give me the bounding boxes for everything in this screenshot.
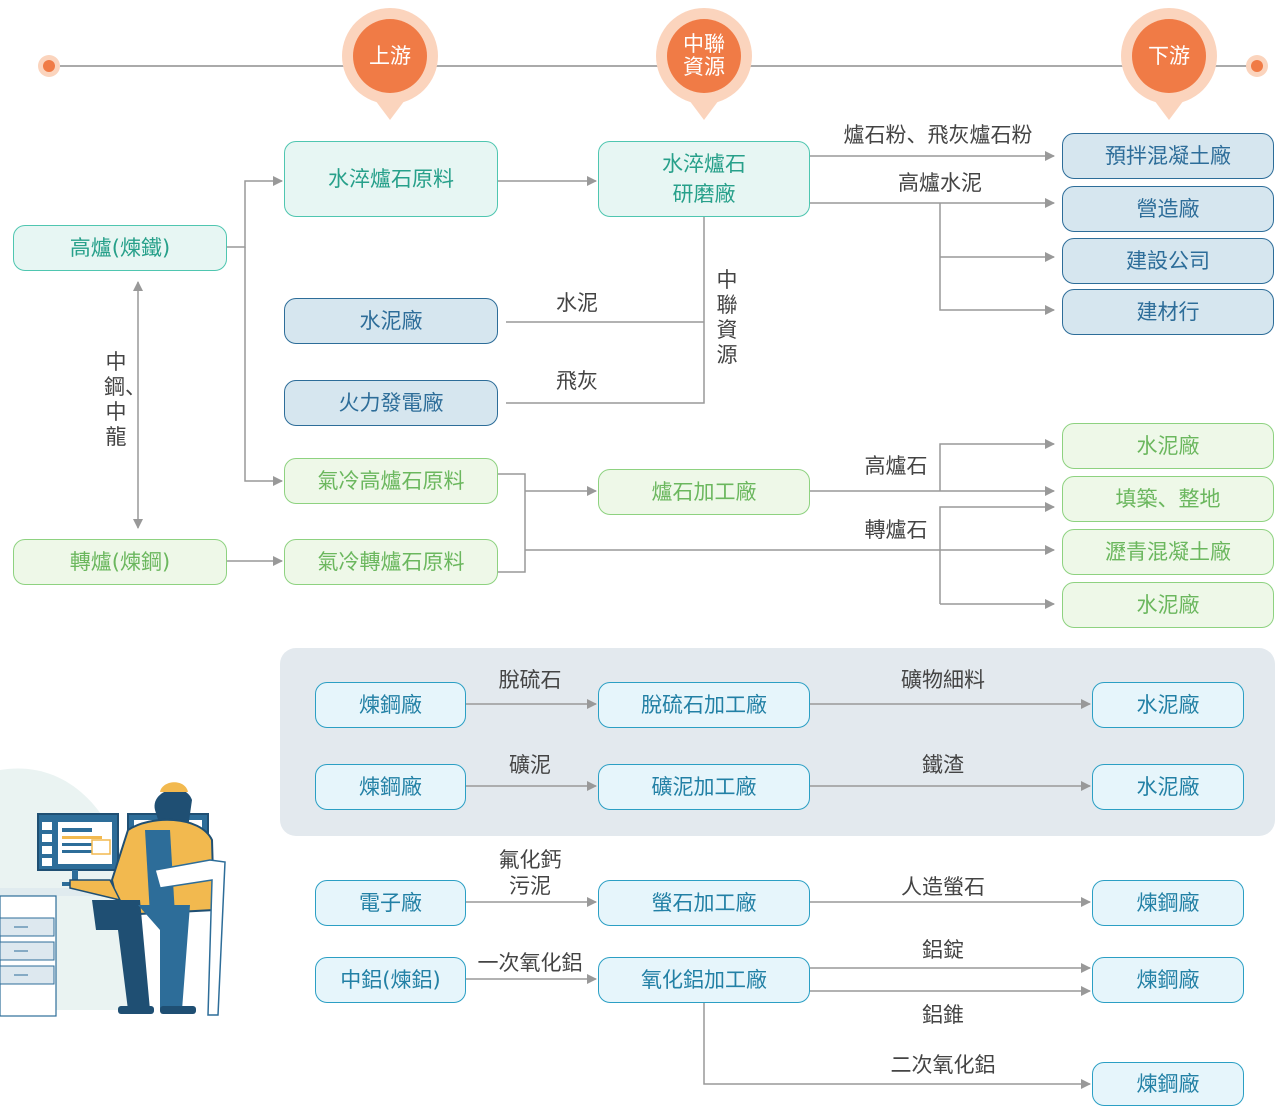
downstream-cement-2-box: 水泥廠 (1062, 582, 1274, 628)
timeline-start-dot (38, 55, 60, 77)
bottom-row2-source: 中鋁(煉鋁) (315, 957, 466, 1003)
air-cooled-converter-slag-box: 氣冷轉爐石原料 (284, 539, 498, 585)
downstream-building-materials-box: 建材行 (1062, 289, 1274, 335)
timeline-end-dot (1246, 55, 1268, 77)
bottom-row1-target: 煉鋼廠 (1092, 880, 1244, 926)
bottom-row1-source: 電子廠 (315, 880, 466, 926)
label-slag-powder: 爐石粉、飛灰爐石粉 (843, 123, 1033, 147)
grinding-plant-box: 水淬爐石 研磨廠 (598, 141, 810, 217)
slag-processing-box: 爐石加工廠 (598, 469, 810, 515)
bottom-row2-process: 氧化鋁加工廠 (598, 957, 810, 1003)
bottom-extra-target: 煉鋼廠 (1092, 1062, 1244, 1106)
bottom-row2-input: 一次氧化鋁 (477, 951, 583, 975)
downstream-landfill-box: 填築、整地 (1062, 476, 1274, 522)
lower-connectors (466, 699, 1091, 1089)
cement-plant-source-box: 水泥廠 (284, 298, 498, 344)
label-converter-slag: 轉爐石 (864, 518, 928, 542)
vertical-label-cmr: 中聯資源 (716, 268, 738, 367)
panel-row2-source: 煉鋼廠 (315, 764, 466, 810)
panel-row1-input: 脫硫石 (498, 668, 562, 692)
blast-furnace-box: 高爐(煉鐵) (13, 225, 227, 271)
bottom-extra-output: 二次氧化鋁 (890, 1053, 996, 1077)
panel-row2-output: 鐵渣 (922, 753, 964, 777)
downstream-cement-1-box: 水泥廠 (1062, 423, 1274, 469)
downstream-asphalt-box: 瀝青混凝土廠 (1062, 529, 1274, 575)
label-bf-cement: 高爐水泥 (898, 171, 982, 195)
converter-box: 轉爐(煉鋼) (13, 539, 227, 585)
power-plant-box: 火力發電廠 (284, 380, 498, 426)
bottom-row2-target: 煉鋼廠 (1092, 957, 1244, 1003)
upper-connectors (133, 151, 1055, 609)
upstream-label: 上游 (353, 19, 427, 93)
air-cooled-bf-slag-box: 氣冷高爐石原料 (284, 458, 498, 504)
bottom-row1-process: 螢石加工廠 (598, 880, 810, 926)
label-cement: 水泥 (556, 291, 598, 315)
panel-row1-source: 煉鋼廠 (315, 682, 466, 728)
downstream-construction-box: 營造廠 (1062, 186, 1274, 232)
downstream-developer-box: 建設公司 (1062, 238, 1274, 284)
panel-row1-process: 脫硫石加工廠 (598, 682, 810, 728)
label-fly-ash: 飛灰 (556, 369, 598, 393)
panel-row2-process: 礦泥加工廠 (598, 764, 810, 810)
midstream-label: 中聯 資源 (667, 19, 741, 93)
downstream-ready-mix-box: 預拌混凝土廠 (1062, 133, 1274, 179)
vertical-label-csc: 中鋼、中龍 (104, 350, 146, 450)
panel-row1-output: 礦物細料 (901, 668, 985, 692)
water-quenched-slag-box: 水淬爐石原料 (284, 141, 498, 217)
bottom-row2-output-1: 鋁錠 (922, 938, 964, 962)
label-bf-slag: 高爐石 (864, 454, 928, 478)
bottom-row2-output-2: 鋁錐 (922, 1003, 964, 1027)
panel-row2-target: 水泥廠 (1092, 764, 1244, 810)
worker-illustration (0, 768, 226, 1017)
panel-row1-target: 水泥廠 (1092, 682, 1244, 728)
bottom-row1-output: 人造螢石 (901, 875, 985, 899)
panel-row2-input: 礦泥 (509, 753, 551, 777)
steel-panel (280, 648, 1275, 836)
downstream-label: 下游 (1132, 19, 1206, 93)
bottom-row1-input: 氟化鈣 污泥 (498, 848, 562, 898)
